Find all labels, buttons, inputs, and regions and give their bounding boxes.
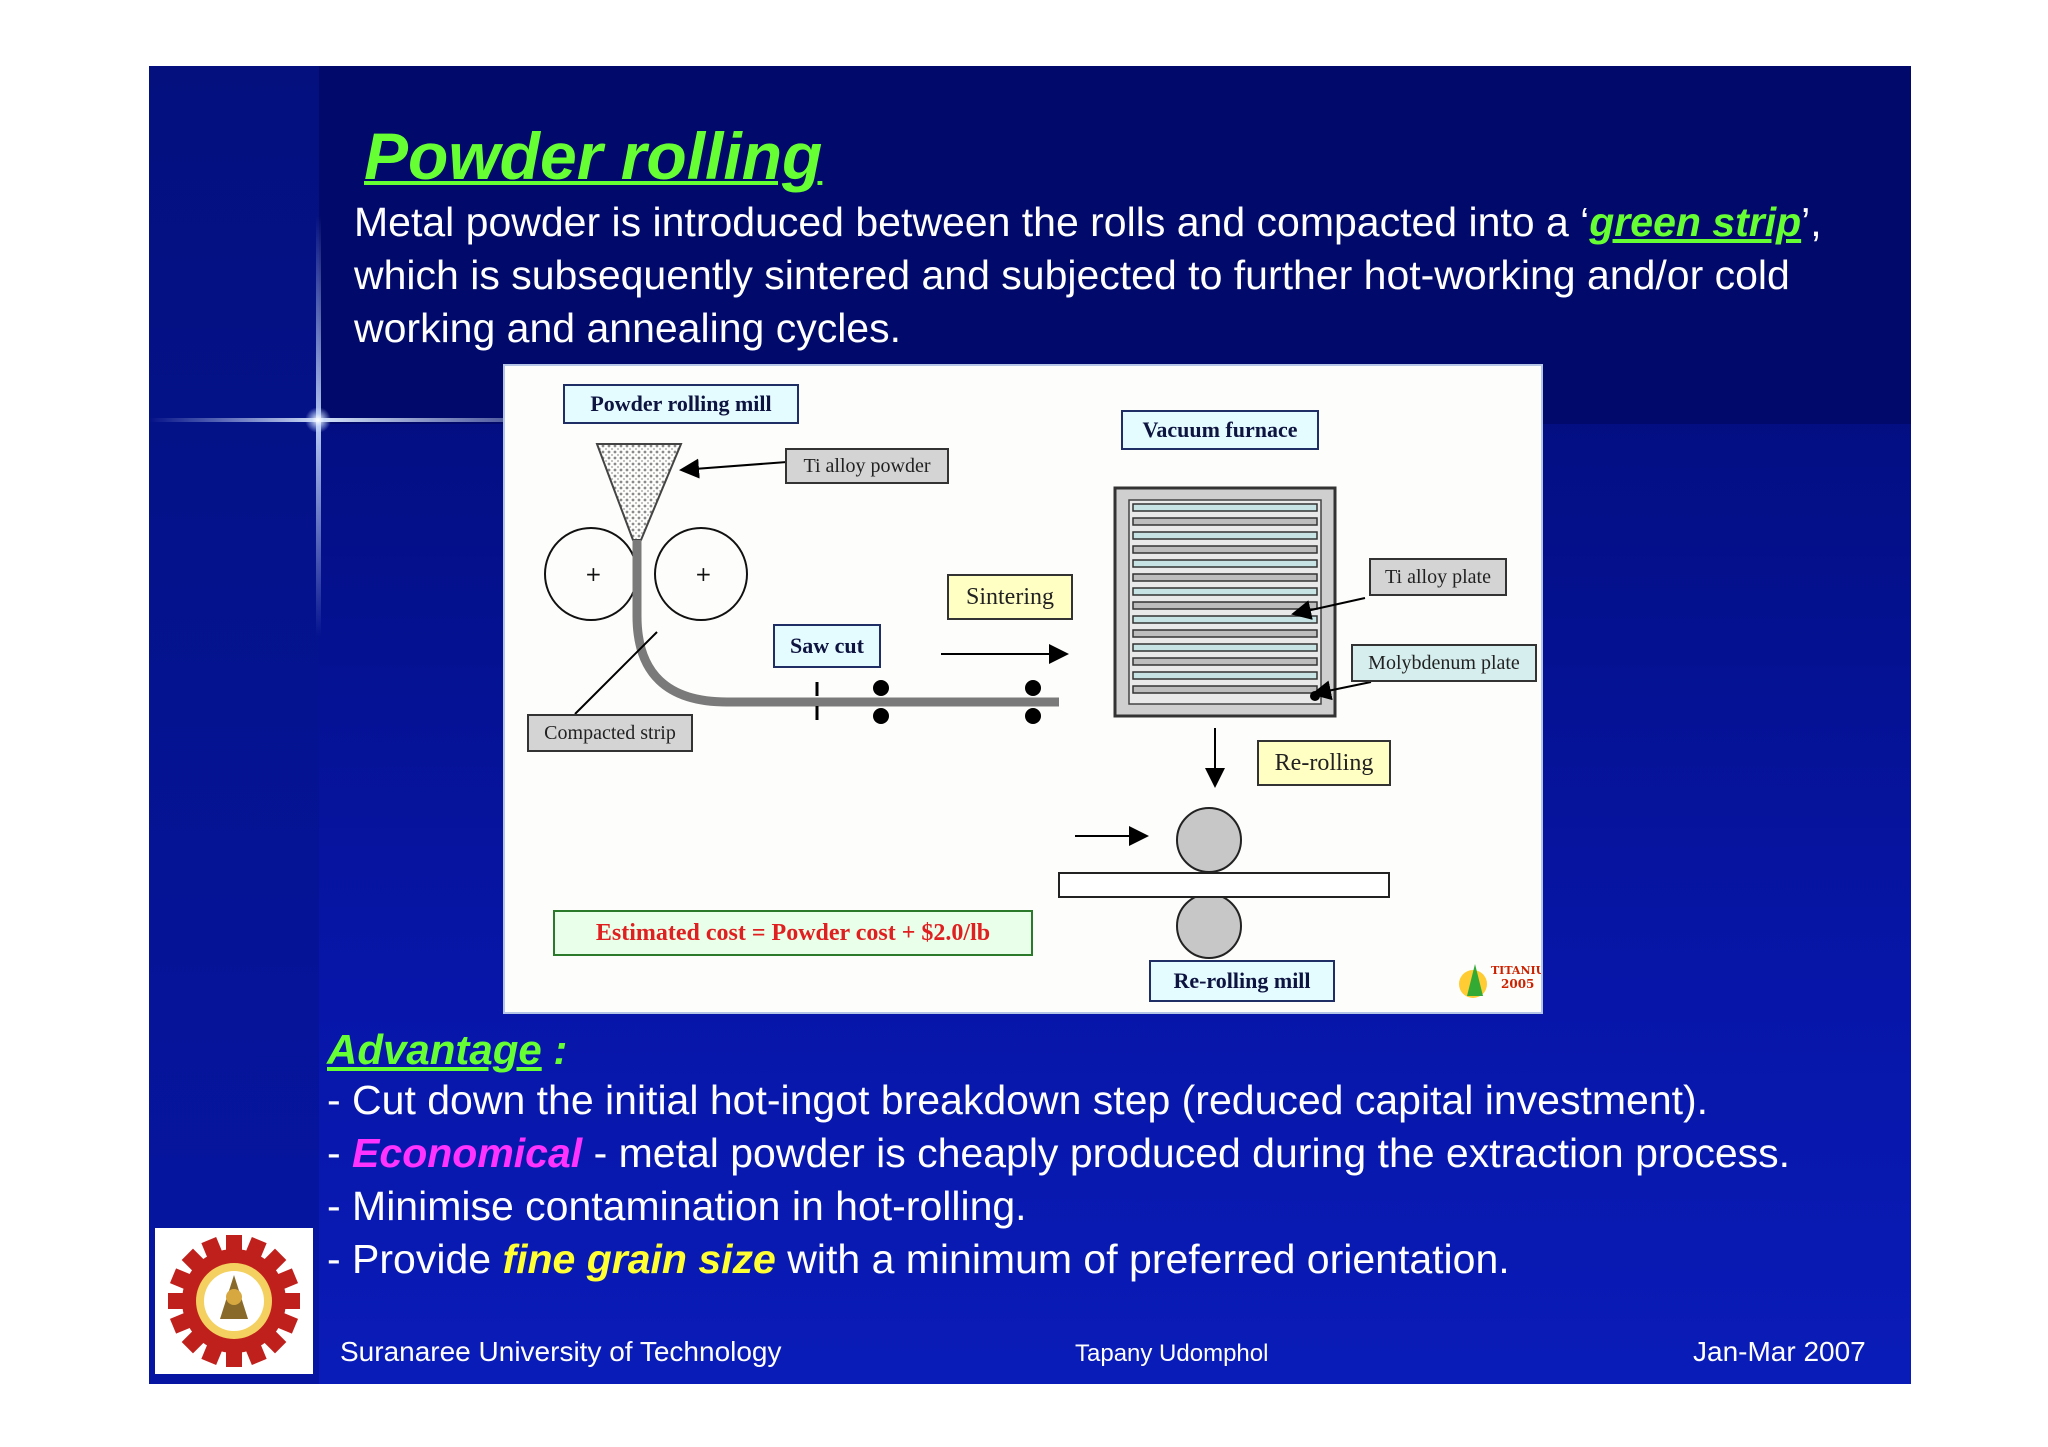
reroll-top: [1176, 807, 1242, 873]
left-strip: [149, 66, 319, 1384]
rerolled-plate: [1058, 872, 1390, 898]
svg-text:+: +: [585, 562, 602, 586]
arrow-to-strip: [574, 631, 658, 715]
university-logo: [155, 1228, 313, 1374]
label-compacted-strip: Compacted strip: [527, 714, 693, 752]
label-ti-alloy-plate: Ti alloy plate: [1369, 558, 1507, 596]
intro-text-part1: Metal powder is introduced between the r…: [354, 199, 1590, 245]
footer-author: Tapany Udomphol: [1075, 1340, 1269, 1367]
footer-date: Jan-Mar 2007: [1693, 1336, 1866, 1367]
advantage-item-1: - Cut down the initial hot-ingot breakdo…: [327, 1077, 1709, 1123]
light-flare-core: [304, 408, 332, 432]
titanium-2005-logo: TITANIUM 2005: [1459, 964, 1541, 998]
label-sintering: Sintering: [947, 574, 1073, 620]
advantage-item-3: - Minimise contamination in hot-rolling.: [327, 1183, 1027, 1229]
economical-highlight: Economical: [352, 1130, 583, 1176]
powder-rolling-diagram: + +: [503, 364, 1543, 1014]
advantage-list: - Cut down the initial hot-ingot breakdo…: [327, 1074, 1790, 1286]
advantage-heading-text: Advantage: [327, 1026, 542, 1073]
advantage-item-4: - Provide fine grain size with a minimum…: [327, 1236, 1510, 1282]
intro-paragraph: Metal powder is introduced between the r…: [354, 196, 1854, 355]
fine-grain-highlight: fine grain size: [502, 1236, 776, 1282]
advantage-colon: :: [541, 1026, 568, 1073]
arrow-mo-plate: [1311, 680, 1372, 701]
light-flare-horizontal: [149, 418, 619, 422]
advantage-item-2: - Economical - metal powder is cheaply p…: [327, 1130, 1791, 1176]
advantage-heading: Advantage :: [327, 1026, 567, 1074]
label-vacuum-furnace: Vacuum furnace: [1121, 410, 1319, 450]
label-molybdenum-plate: Molybdenum plate: [1351, 644, 1537, 682]
label-estimated-cost: Estimated cost = Powder cost + $2.0/lb: [553, 910, 1033, 956]
label-powder-rolling-mill: Powder rolling mill: [563, 384, 799, 424]
label-re-rolling-mill: Re-rolling mill: [1149, 960, 1335, 1002]
label-re-rolling: Re-rolling: [1257, 740, 1391, 786]
footer-university: Suranaree University of Technology: [340, 1336, 782, 1367]
label-saw-cut: Saw cut: [773, 624, 881, 668]
svg-text:2005: 2005: [1501, 977, 1534, 991]
slide: Powder rolling Metal powder is introduce…: [149, 66, 1911, 1384]
roll-right: [654, 527, 748, 621]
intro-text-part2: ’, which is subsequently sintered and su…: [354, 199, 1822, 351]
arrow-to-hopper: [679, 458, 788, 479]
diagram-drawing: + +: [544, 443, 1541, 998]
gear-emblem-icon: [168, 1235, 300, 1367]
slide-title: Powder rolling: [364, 119, 823, 193]
furnace-plates: [1132, 503, 1318, 694]
svg-text:+: +: [695, 562, 712, 586]
compacted-strip-path: [632, 540, 1059, 707]
label-ti-alloy-powder: Ti alloy powder: [785, 448, 949, 484]
arrow-ti-plate: [1291, 597, 1366, 620]
svg-text:TITANIUM: TITANIUM: [1491, 964, 1541, 977]
reroll-bottom: [1176, 893, 1242, 959]
green-strip-highlight: green strip: [1589, 199, 1802, 245]
powder-hopper: [595, 443, 683, 541]
